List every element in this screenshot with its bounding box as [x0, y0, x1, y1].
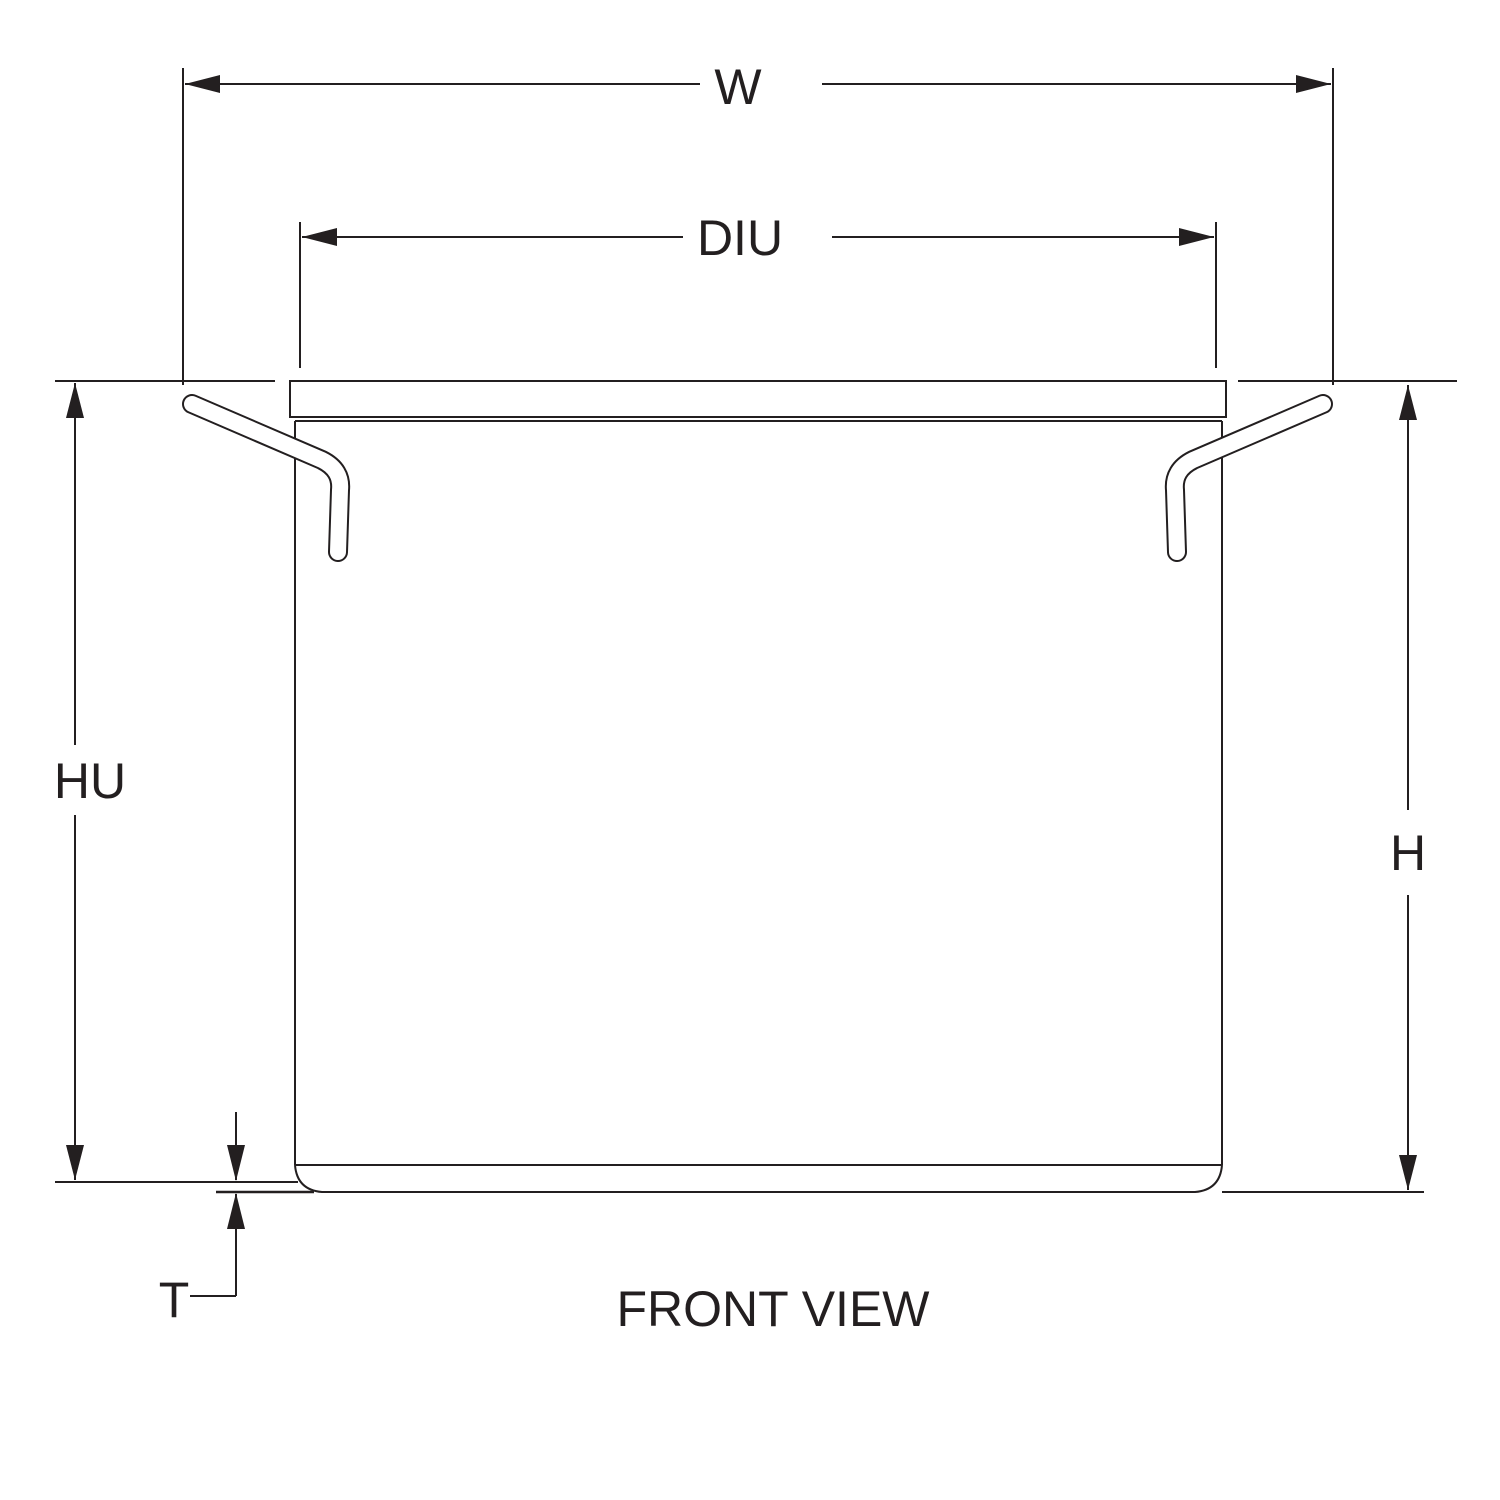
height-label: H — [1390, 825, 1426, 881]
handle-right — [1164, 394, 1333, 562]
usable-height-label: HU — [54, 753, 126, 809]
inner-diameter-dimension — [299, 222, 1217, 368]
handle-left — [182, 394, 351, 562]
pot-base — [294, 1164, 1223, 1193]
stock-pot — [289, 380, 1227, 1193]
thickness-label: T — [159, 1272, 190, 1328]
pot-rim — [289, 380, 1227, 418]
width-label: W — [714, 59, 762, 115]
thickness-dimension — [190, 1112, 314, 1297]
width-dimension — [182, 68, 1334, 385]
height-dimension — [1222, 385, 1424, 1193]
inner-diameter-label: DIU — [697, 210, 783, 266]
usable-height-dimension — [55, 383, 298, 1183]
view-title: FRONT VIEW — [617, 1281, 931, 1337]
